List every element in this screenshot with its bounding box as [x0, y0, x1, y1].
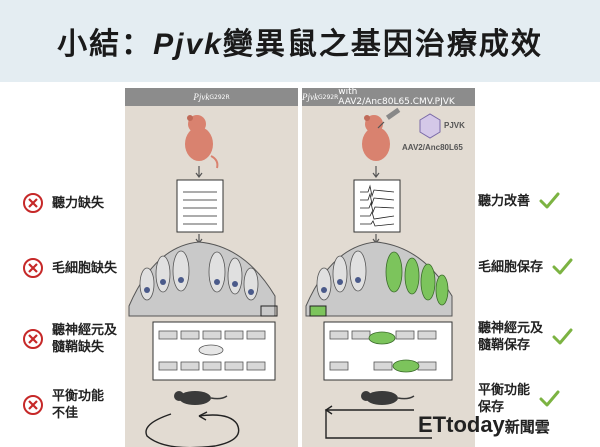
untreated-gene: Pjvk	[193, 92, 210, 102]
mouse-icon	[361, 391, 415, 405]
checkmark-icon	[552, 258, 573, 275]
degenerated-neuron	[198, 344, 224, 356]
myelin-segments	[329, 330, 437, 371]
cochlea-hair-cells	[128, 241, 278, 317]
title-gene: Pjvk	[153, 28, 223, 61]
outcome-good-balance: 平衡功能 保存	[478, 382, 560, 416]
arrow-down-icon	[372, 166, 380, 178]
outcome-good-hearing: 聽力改善	[478, 190, 560, 212]
recovered-traces	[360, 184, 395, 227]
circling-path	[145, 413, 240, 447]
untreated-illustration	[128, 115, 278, 447]
outcome-label: 聽神經元及 髓鞘缺失	[52, 323, 118, 355]
abr-trace-box	[353, 179, 401, 233]
outcome-bad-neurons: 聽神經元及 髓鞘缺失	[22, 322, 117, 356]
watermark-chinese: 新聞雲	[504, 419, 550, 436]
checkmark-icon	[552, 328, 573, 345]
pup-icon	[362, 115, 390, 161]
watermark-latin: ETtoday	[418, 412, 505, 437]
outcome-good-neurons: 聽神經元及 髓鞘保存	[478, 320, 573, 354]
x-circle-icon	[23, 395, 43, 415]
pup-icon	[185, 115, 219, 169]
title-bar: 小結：Pjvk變異鼠之基因治療成效	[0, 0, 600, 82]
cochlea-hair-cells-green	[305, 241, 453, 317]
outcome-label: 毛細胞缺失	[52, 260, 118, 276]
checkmark-icon	[539, 192, 560, 209]
outcome-label: 聽力缺失	[52, 195, 105, 211]
aav-capsid-icon	[419, 113, 441, 139]
untreated-allele: G292R	[209, 93, 230, 101]
title-prefix: 小結：	[57, 27, 154, 62]
x-circle-icon	[23, 329, 43, 349]
outcome-label: 聽力改善	[478, 193, 531, 209]
straight-path	[325, 409, 432, 439]
arrow-down-icon	[195, 166, 203, 178]
flat-traces	[183, 191, 217, 225]
outcome-label: 平衡功能 不佳	[52, 389, 105, 421]
treated-gene: Pjvk	[302, 92, 318, 102]
outcome-label: 聽神經元及 髓鞘保存	[478, 321, 544, 353]
outcome-bad-hair-cells: 毛細胞缺失	[22, 257, 117, 279]
page-title: 小結：Pjvk變異鼠之基因治療成效	[57, 19, 543, 63]
watermark-logo: ETtoday新聞雲	[418, 412, 550, 438]
treated-allele: G292R	[318, 93, 339, 101]
treated-illustration: PJVK AAV2/Anc80L65	[305, 107, 465, 439]
outcome-label: 毛細胞保存	[478, 259, 544, 275]
myelin-segments	[158, 330, 266, 371]
outcome-label: 平衡功能 保存	[478, 383, 531, 415]
x-circle-icon	[23, 193, 43, 213]
abr-trace-box	[176, 179, 224, 233]
treated-vector-suffix: with AAV2/Anc80L65.CMV.PJVK	[338, 87, 455, 107]
preserved-neuron	[392, 359, 420, 373]
vector-gene-label: PJVK	[444, 121, 465, 130]
mouse-icon	[174, 391, 228, 405]
vector-name: AAV2/Anc80L65	[402, 143, 463, 152]
outcome-good-hair-cells: 毛細胞保存	[478, 256, 573, 278]
title-rest: 變異鼠之基因治療成效	[222, 27, 543, 62]
preserved-neuron	[368, 331, 396, 345]
outcome-bad-hearing: 聽力缺失	[22, 192, 104, 214]
checkmark-icon	[539, 390, 560, 407]
syringe-icon	[377, 107, 401, 129]
outcome-bad-balance: 平衡功能 不佳	[22, 388, 104, 422]
x-circle-icon	[23, 258, 43, 278]
